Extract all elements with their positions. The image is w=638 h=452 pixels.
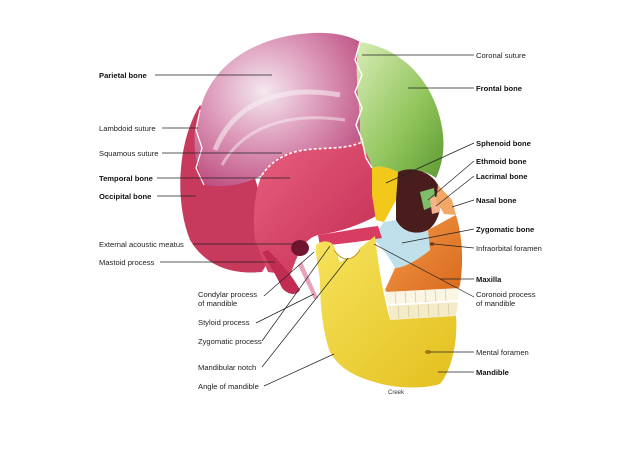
labels-right: Coronal suture Frontal bone Sphenoid bon…: [476, 51, 542, 377]
zygomatic-arch: [318, 226, 382, 246]
upper-teeth: [385, 288, 460, 304]
tooth-lines: [394, 288, 447, 305]
parietal-ridge: [220, 116, 346, 166]
label-lacrimal-bone: Lacrimal bone: [476, 172, 527, 181]
zygomatic-bone: [372, 220, 430, 268]
leader-lines: [155, 54, 475, 387]
leader-condylar: [263, 251, 315, 297]
label-angle-of-mandible: Angle of mandible: [198, 382, 259, 391]
mastoid-process: [262, 250, 300, 294]
label-occipital-bone: Occipital bone: [99, 192, 151, 201]
tooth-lines: [397, 302, 450, 319]
sphenoid-bone: [372, 166, 398, 222]
mandible: [315, 236, 457, 388]
temporal-bone: [253, 140, 378, 275]
frontal-bone: [356, 42, 444, 178]
label-mastoid-process: Mastoid process: [99, 258, 154, 267]
leader-ethmoid: [427, 160, 475, 201]
label-parietal-bone: Parietal bone: [99, 71, 147, 80]
label-coronoid-process-line2: of mandible: [476, 299, 515, 308]
label-condylar-process-line2: of mandible: [198, 299, 237, 308]
leader-coronoid: [373, 243, 475, 298]
leader-nasal: [451, 199, 475, 208]
label-mandibular-notch: Mandibular notch: [198, 363, 256, 372]
leader-lacrimal: [435, 175, 475, 207]
orbit: [396, 169, 441, 233]
label-infraorbital-foramen: Infraorbital foramen: [476, 244, 542, 253]
label-temporal-bone: Temporal bone: [99, 174, 153, 183]
leader-angle: [263, 353, 335, 387]
label-sphenoid-bone: Sphenoid bone: [476, 139, 531, 148]
label-zygomatic-bone: Zygomatic bone: [476, 225, 534, 234]
label-squamous-suture: Squamous suture: [99, 149, 159, 158]
lambdoid-suture: [195, 109, 205, 186]
skull: [180, 32, 463, 388]
mental-foramen: [425, 350, 431, 354]
label-lambdoid-suture: Lambdoid suture: [99, 124, 156, 133]
label-condylar-process: Condylar process: [198, 290, 257, 299]
label-mental-foramen: Mental foramen: [476, 348, 529, 357]
leader-sphenoid: [385, 142, 475, 184]
label-zygomatic-process: Zygomatic process: [198, 337, 262, 346]
labels-left: Parietal bone Lambdoid suture Squamous s…: [99, 71, 184, 267]
label-coronal-suture: Coronal suture: [476, 51, 526, 60]
labels-bottom: Condylar process of mandible Styloid pro…: [198, 290, 262, 391]
leader-zygomatic: [401, 228, 475, 244]
squamous-suture: [261, 141, 363, 176]
label-ethmoid-bone: Ethmoid bone: [476, 157, 527, 166]
styloid-process: [298, 262, 318, 299]
label-maxilla: Maxilla: [476, 275, 502, 284]
parietal-ridge: [212, 89, 341, 151]
coronal-suture: [354, 41, 373, 169]
label-mandible: Mandible: [476, 368, 509, 377]
leader-notch: [261, 257, 349, 368]
lower-teeth: [388, 302, 458, 320]
leader-infraorbital: [433, 243, 475, 249]
infraorbital-foramen: [429, 242, 435, 246]
label-frontal-bone: Frontal bone: [476, 84, 522, 93]
label-styloid-process: Styloid process: [198, 318, 250, 327]
leader-zygproc: [261, 245, 331, 342]
label-external-acoustic-meatus: External acoustic meatus: [99, 240, 184, 249]
label-coronoid-process: Coronoid process: [476, 290, 536, 299]
acoustic-meatus: [291, 240, 309, 256]
nasal-bone: [436, 185, 456, 215]
label-nasal-bone: Nasal bone: [476, 196, 517, 205]
credit-text: Creek: [388, 390, 405, 396]
